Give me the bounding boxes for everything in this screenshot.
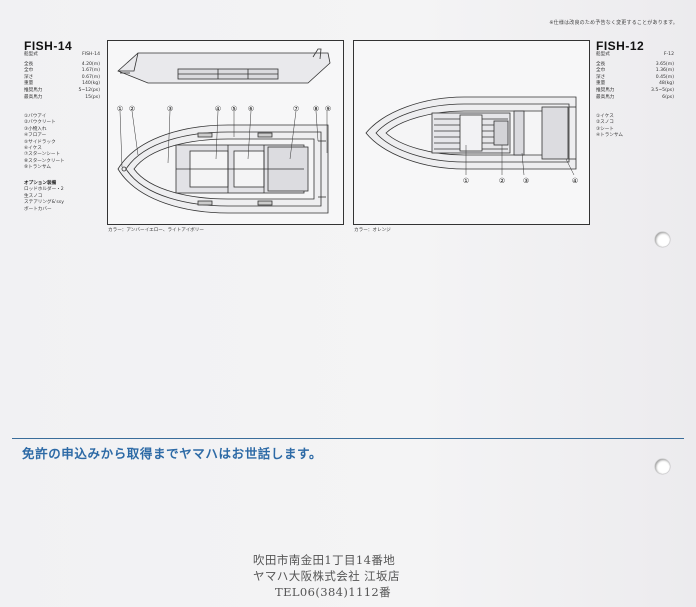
- part-item: ③シート: [596, 126, 614, 132]
- callout-8: ⑧: [313, 105, 319, 113]
- part-item: ①イケス: [596, 114, 614, 119]
- fish12-parts-list: ①イケス ②スノコ ③シート ④トランサム: [596, 114, 623, 140]
- part-item: ⑤サイドラック: [24, 139, 56, 145]
- part-item: ⑨トランサム: [24, 165, 51, 171]
- option-item: 生スノコ: [24, 193, 43, 199]
- disclaimer-note: ※仕様は改良のため予告なく変更することがあります。: [549, 20, 678, 26]
- options-heading: オプション装備: [24, 181, 57, 186]
- part-item: ④フロアー: [24, 133, 47, 139]
- part-item: ⑥イケス: [24, 146, 42, 152]
- callout-4: ④: [215, 105, 221, 113]
- option-item: ボートカバー: [24, 206, 52, 212]
- callout-9: ⑨: [325, 105, 331, 113]
- dealer-company: ヤマハ大阪株式会社 江坂店: [253, 569, 400, 583]
- fish12-title: FISH-12: [596, 39, 645, 53]
- part-item: ②スノコ: [596, 120, 614, 126]
- fish14-callout-labels: ① ② ③ ④ ⑤ ⑥ ⑦ ⑧ ⑨: [117, 105, 331, 113]
- part-item: ②バウクリート: [24, 120, 56, 126]
- fish14-top-view: [117, 124, 329, 214]
- fish14-callouts: [119, 110, 328, 168]
- callout-3: ③: [523, 177, 529, 185]
- fish14-drawing-frame: ① ② ③ ④ ⑤ ⑥ ⑦ ⑧ ⑨: [107, 40, 344, 225]
- callout-7: ⑦: [293, 105, 299, 113]
- callout-6: ⑥: [248, 105, 254, 113]
- fish12-top-view: [365, 96, 577, 170]
- callout-3: ③: [167, 105, 173, 113]
- fish12-color-caption: カラー：オレンジ: [354, 228, 391, 233]
- callout-1: ①: [463, 177, 469, 185]
- binder-hole: [655, 459, 670, 474]
- fish14-side-view: [117, 48, 331, 84]
- callout-2: ②: [129, 105, 135, 113]
- fish12-drawing-frame: ① ② ③ ④: [353, 40, 590, 225]
- dealer-address: 吹田市南金田1丁目14番地: [253, 553, 396, 567]
- dealer-stamp: 吹田市南金田1丁目14番地 ヤマハ大阪株式会社 江坂店 TEL06(384)11…: [253, 552, 400, 600]
- dealer-tel: TEL06(384)1112番: [275, 585, 392, 599]
- binder-hole: [655, 232, 670, 247]
- fish14-title: FISH-14: [24, 39, 73, 53]
- fish12-callout-labels: ① ② ③ ④: [463, 177, 578, 185]
- callout-4: ④: [572, 177, 578, 185]
- fish14-parts-list: ①バウアイ ②バウクリート ③小物入れ ④フロアー ⑤サイドラック ⑥イケス ⑦…: [24, 114, 65, 172]
- callout-1: ①: [117, 105, 123, 113]
- fish14-color-caption: カラー：アンバーイエロー、ライトアイボリー: [108, 228, 204, 233]
- fish14-drawings: ① ② ③ ④ ⑤ ⑥ ⑦ ⑧ ⑨: [117, 48, 331, 214]
- option-item: ステアリング&'ssy: [24, 200, 64, 206]
- part-item: ⑧スターンクリート: [24, 158, 65, 164]
- fish14-options: オプション装備 ロッドホルダー・2 生スノコ ステアリング&'ssy ボートカバ…: [24, 181, 64, 213]
- fish12-callouts: [465, 145, 575, 176]
- part-item: ①バウアイ: [24, 114, 47, 119]
- part-item: ④トランサム: [596, 133, 623, 139]
- option-item: ロッドホルダー・2: [24, 187, 64, 193]
- callout-5: ⑤: [231, 105, 237, 113]
- license-slogan: 免許の申込みから取得までヤマハはお世話します。: [22, 446, 323, 461]
- callout-2: ②: [499, 177, 505, 185]
- fish12-drawings: ① ② ③ ④: [365, 96, 578, 185]
- part-item: ③小物入れ: [24, 126, 47, 132]
- divider-line: [12, 438, 684, 439]
- part-item: ⑦スターンシート: [24, 152, 61, 158]
